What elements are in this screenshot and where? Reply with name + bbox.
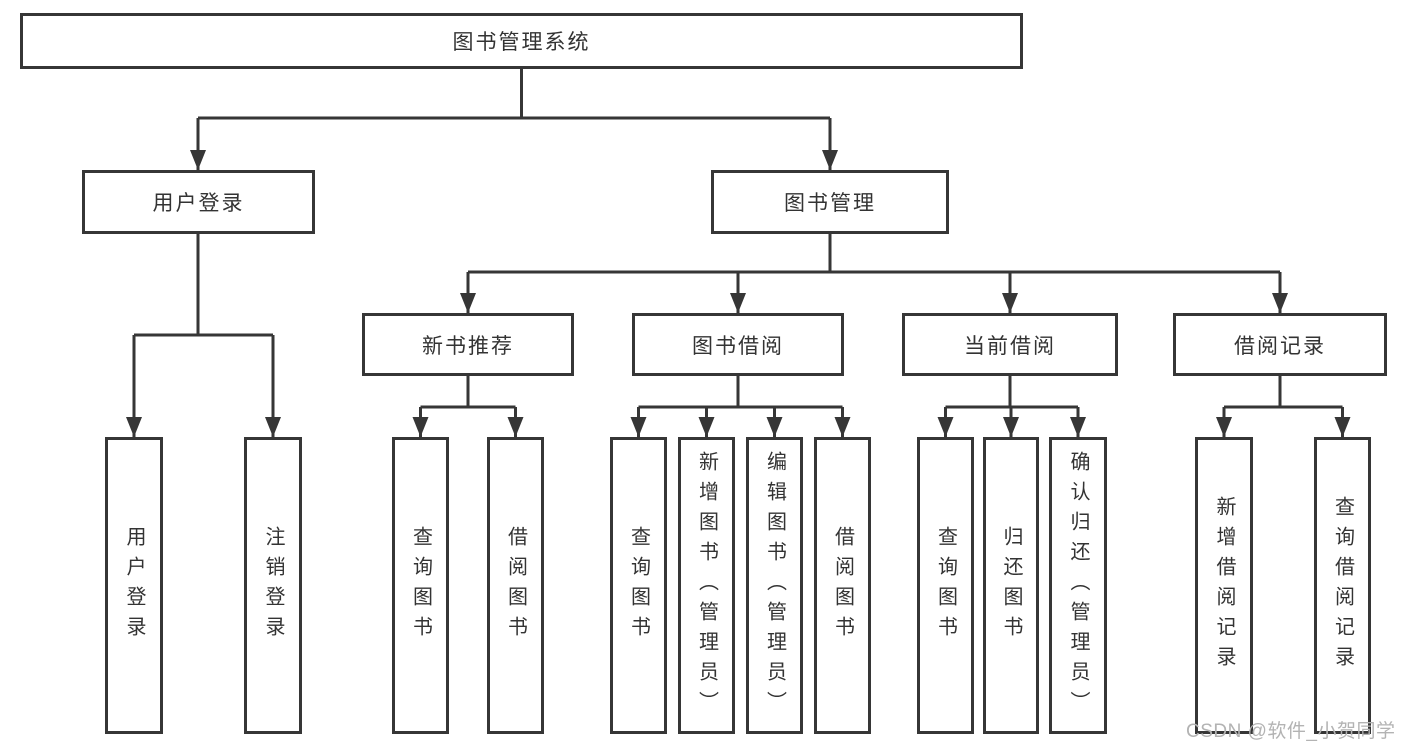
leaf-current-confirm-return-admin: 确认归还（管理员） — [1049, 437, 1107, 734]
node-borrowing-records: 借阅记录 — [1173, 313, 1387, 376]
leaf-user-login: 用户登录 — [105, 437, 163, 734]
node-root-library-management-system: 图书管理系统 — [20, 13, 1023, 69]
node-user-login: 用户登录 — [82, 170, 315, 234]
leaf-borrow-borrow-books: 借阅图书 — [814, 437, 871, 734]
node-book-management: 图书管理 — [711, 170, 949, 234]
leaf-records-query-borrow-record: 查询借阅记录 — [1314, 437, 1371, 734]
node-book-borrowing: 图书借阅 — [632, 313, 844, 376]
leaf-recommend-query-books: 查询图书 — [392, 437, 449, 734]
leaf-current-query-books: 查询图书 — [917, 437, 974, 734]
csdn-watermark: CSDN @软件_小贺同学 — [1186, 721, 1396, 742]
leaf-logout: 注销登录 — [244, 437, 302, 734]
leaf-recommend-borrow-books: 借阅图书 — [487, 437, 544, 734]
leaf-borrow-query-books: 查询图书 — [610, 437, 667, 734]
node-new-book-recommend: 新书推荐 — [362, 313, 574, 376]
node-current-borrowing: 当前借阅 — [902, 313, 1118, 376]
leaf-records-add-borrow-record: 新增借阅记录 — [1195, 437, 1253, 734]
leaf-current-return-books: 归还图书 — [983, 437, 1039, 734]
leaf-borrow-add-books-admin: 新增图书（管理员） — [678, 437, 735, 734]
leaf-borrow-edit-books-admin: 编辑图书（管理员） — [746, 437, 803, 734]
